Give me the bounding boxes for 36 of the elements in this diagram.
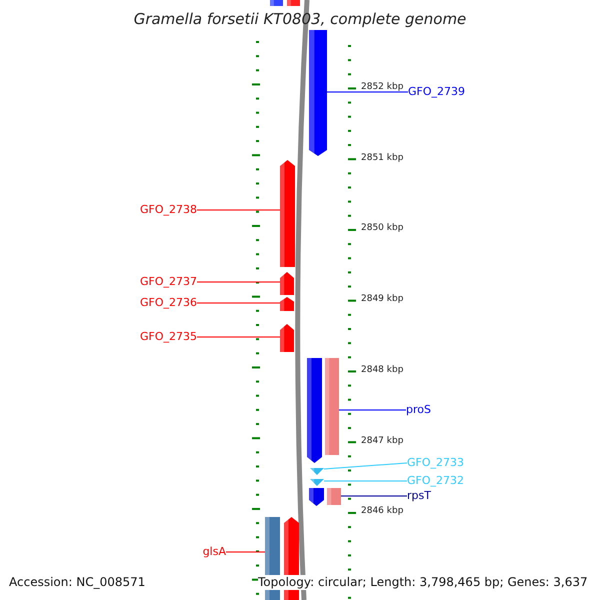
gene-bar	[270, 0, 283, 6]
scale-label: 2847 kbp	[361, 436, 404, 446]
gene-bar	[325, 358, 339, 455]
gene-label: GFO_2739	[408, 86, 466, 98]
gene-label: GFO_2738	[140, 204, 197, 216]
gene-bar	[280, 160, 295, 267]
gene-label: GFO_2736	[140, 297, 197, 309]
gene-marker	[310, 479, 324, 486]
gene-label: GFO_2732	[407, 475, 464, 487]
gene-label: rpsT	[407, 490, 431, 502]
leader-line	[324, 480, 408, 482]
gene-marker	[310, 468, 324, 475]
gene-bar	[287, 0, 300, 6]
title: Gramella forsetii KT0803, complete genome	[132, 10, 468, 28]
gene-label: GFO_2737	[140, 276, 197, 288]
gene-bar	[307, 358, 322, 463]
scale-label: 2849 kbp	[361, 294, 404, 304]
scale-label: 2852 kbp	[361, 82, 404, 92]
scale-label: 2850 kbp	[361, 223, 404, 233]
gene-bar	[327, 488, 341, 505]
gene-bar	[309, 488, 324, 506]
scale-label: 2846 kbp	[361, 506, 404, 516]
accession-note: Accession: NC_008571	[9, 575, 146, 590]
gene-bar	[280, 297, 294, 311]
leader-line	[196, 336, 280, 338]
gene-bar	[280, 272, 294, 295]
gene-label: GFO_2733	[407, 457, 464, 469]
gene-label: proS	[406, 404, 431, 416]
gene-label: glsA	[202, 546, 226, 558]
gene-label: GFO_2735	[140, 331, 197, 343]
scale-label: 2851 kbp	[361, 153, 404, 163]
leader-line	[196, 302, 280, 304]
gene-bar	[280, 324, 294, 352]
scale-label: 2848 kbp	[361, 365, 404, 375]
gene-bar	[309, 30, 327, 156]
leader-line	[324, 462, 408, 470]
